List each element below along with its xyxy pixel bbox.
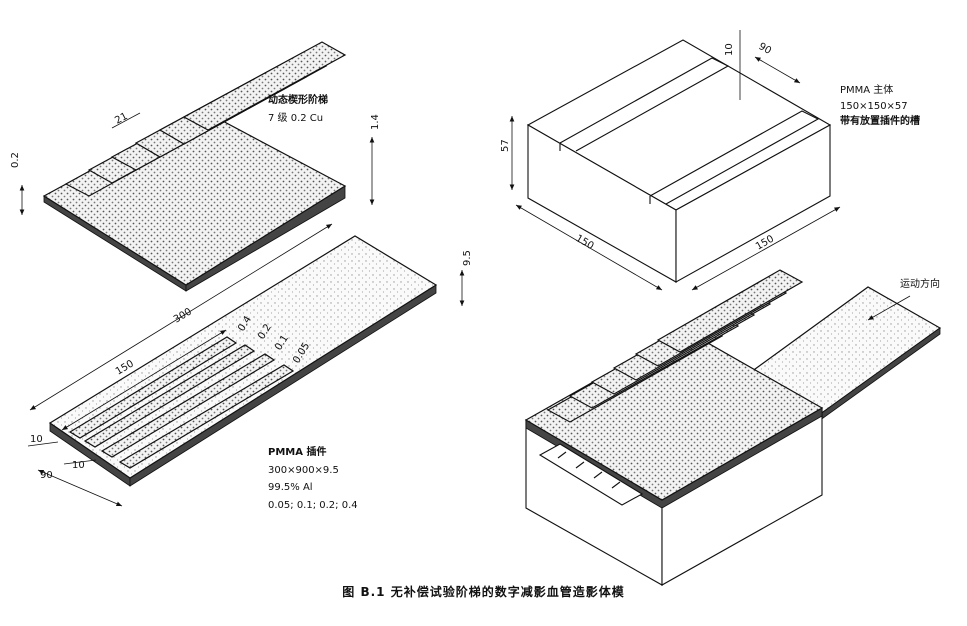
dim-line-90 bbox=[37, 469, 123, 507]
slot-tick-1 bbox=[557, 451, 567, 459]
wedge-title: 动态楔形阶梯 bbox=[268, 93, 328, 106]
wedge-step-6 bbox=[182, 41, 347, 131]
dim-21: 21 bbox=[113, 111, 129, 127]
insert-material: 99.5% Al bbox=[268, 482, 313, 493]
dim-line-150c bbox=[691, 206, 841, 291]
dim-9-5: 9.5 bbox=[462, 250, 473, 266]
motion-arrow bbox=[867, 295, 911, 321]
figure-caption: 图 B.1 无补偿试验阶梯的数字减影血管造影体模 bbox=[342, 585, 625, 599]
assembled-phantom bbox=[524, 269, 942, 586]
insert-thickness: 0.05; 0.1; 0.2; 0.4 bbox=[268, 500, 358, 511]
body-slot-back bbox=[559, 57, 730, 152]
dim-57: 57 bbox=[500, 139, 511, 152]
insert-size: 300×900×9.5 bbox=[268, 465, 339, 476]
dim-10a: 10 bbox=[30, 434, 43, 445]
dim-line-10a bbox=[27, 441, 59, 447]
slot-tick-3 bbox=[593, 471, 603, 479]
dim-10b: 10 bbox=[72, 460, 85, 471]
dim-300: 300 bbox=[172, 306, 194, 325]
slot-tick-4 bbox=[611, 481, 621, 489]
slot-tick-2 bbox=[575, 461, 585, 469]
pmma-body bbox=[509, 30, 841, 291]
dim-line-10b bbox=[63, 459, 97, 465]
dim-line-90b bbox=[754, 56, 801, 84]
body-size: 150×150×57 bbox=[840, 101, 908, 112]
assembled-slot-insert bbox=[538, 443, 644, 506]
motion-label: 运动方向 bbox=[900, 277, 940, 290]
wedge-step bbox=[19, 41, 375, 292]
body-note: 带有放置插件的槽 bbox=[840, 114, 920, 127]
body-title: PMMA 主体 bbox=[840, 84, 893, 96]
dim-line-21 bbox=[111, 112, 141, 129]
dim-line-150 bbox=[61, 329, 227, 431]
dim-10c: 10 bbox=[724, 43, 735, 56]
wedge-spec: 7 级 0.2 Cu bbox=[268, 112, 323, 124]
dim-line-150b bbox=[515, 204, 663, 291]
dim-90a: 90 bbox=[40, 470, 53, 481]
insert-title: PMMA 插件 bbox=[268, 445, 326, 458]
dim-1-4: 1.4 bbox=[370, 114, 381, 130]
body-slot-front bbox=[649, 110, 820, 205]
assembled-step-6 bbox=[656, 269, 804, 353]
pmma-insert bbox=[27, 223, 465, 507]
dim-90b: 90 bbox=[757, 41, 774, 57]
dim-0-2: 0.2 bbox=[10, 152, 21, 168]
